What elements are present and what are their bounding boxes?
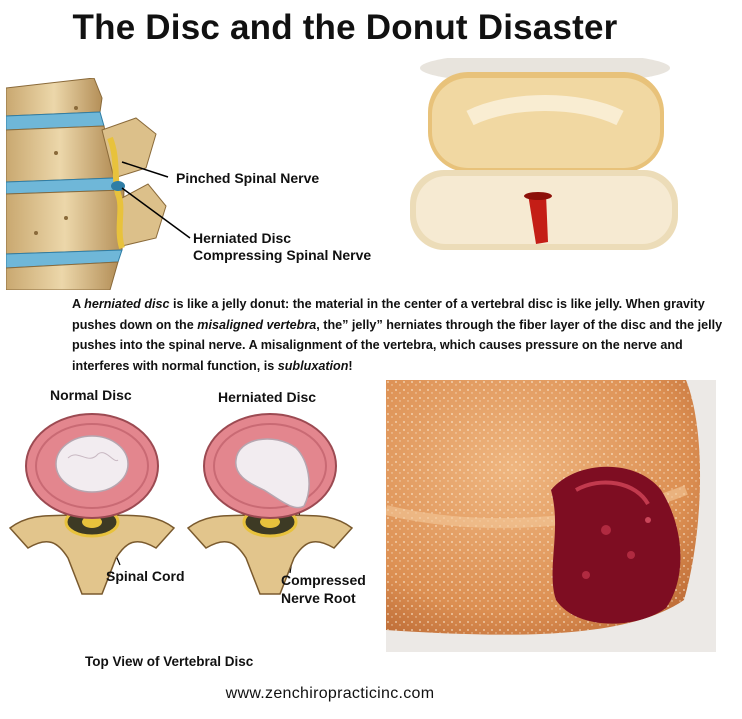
page-title: The Disc and the Donut Disaster — [72, 8, 618, 47]
pinched-nerve-label: Pinched Spinal Nerve — [176, 170, 320, 186]
paragraph-text: ! — [348, 358, 353, 373]
compressing-nerve-label: Compressing Spinal Nerve — [193, 247, 372, 263]
jelly-donut-photo — [386, 380, 716, 652]
herniated-disc-label: Herniated Disc — [193, 230, 292, 246]
paragraph-text: is like a jelly donut: the material in t… — [72, 297, 705, 332]
explanation-paragraph: A herniated disc is like a jelly donut: … — [72, 294, 732, 376]
normal-disc-diagram — [8, 413, 176, 595]
footer-url[interactable]: www.zenchiropracticinc.com — [225, 685, 435, 702]
normal-disc-title: Normal Disc — [50, 387, 132, 403]
herniated-disc-title: Herniated Disc — [218, 389, 317, 405]
compressed-label: Compressed — [281, 572, 366, 588]
disc-caption: Top View of Vertebral Disc — [85, 654, 254, 669]
stacked-donuts-photo — [410, 58, 678, 258]
paragraph-text: A — [72, 297, 85, 311]
spinal-cord-label: Spinal Cord — [106, 568, 185, 584]
paragraph-text: , the” jelly” herniates through the fibe… — [72, 317, 723, 373]
spine-illustration — [6, 78, 167, 290]
paragraph-emphasis: subluxation — [277, 358, 349, 373]
herniated-disc-diagram — [186, 413, 354, 595]
paragraph-emphasis: herniated disc — [84, 297, 170, 311]
paragraph-emphasis: misaligned vertebra — [197, 317, 317, 332]
nerve-root-label: Nerve Root — [281, 590, 356, 606]
